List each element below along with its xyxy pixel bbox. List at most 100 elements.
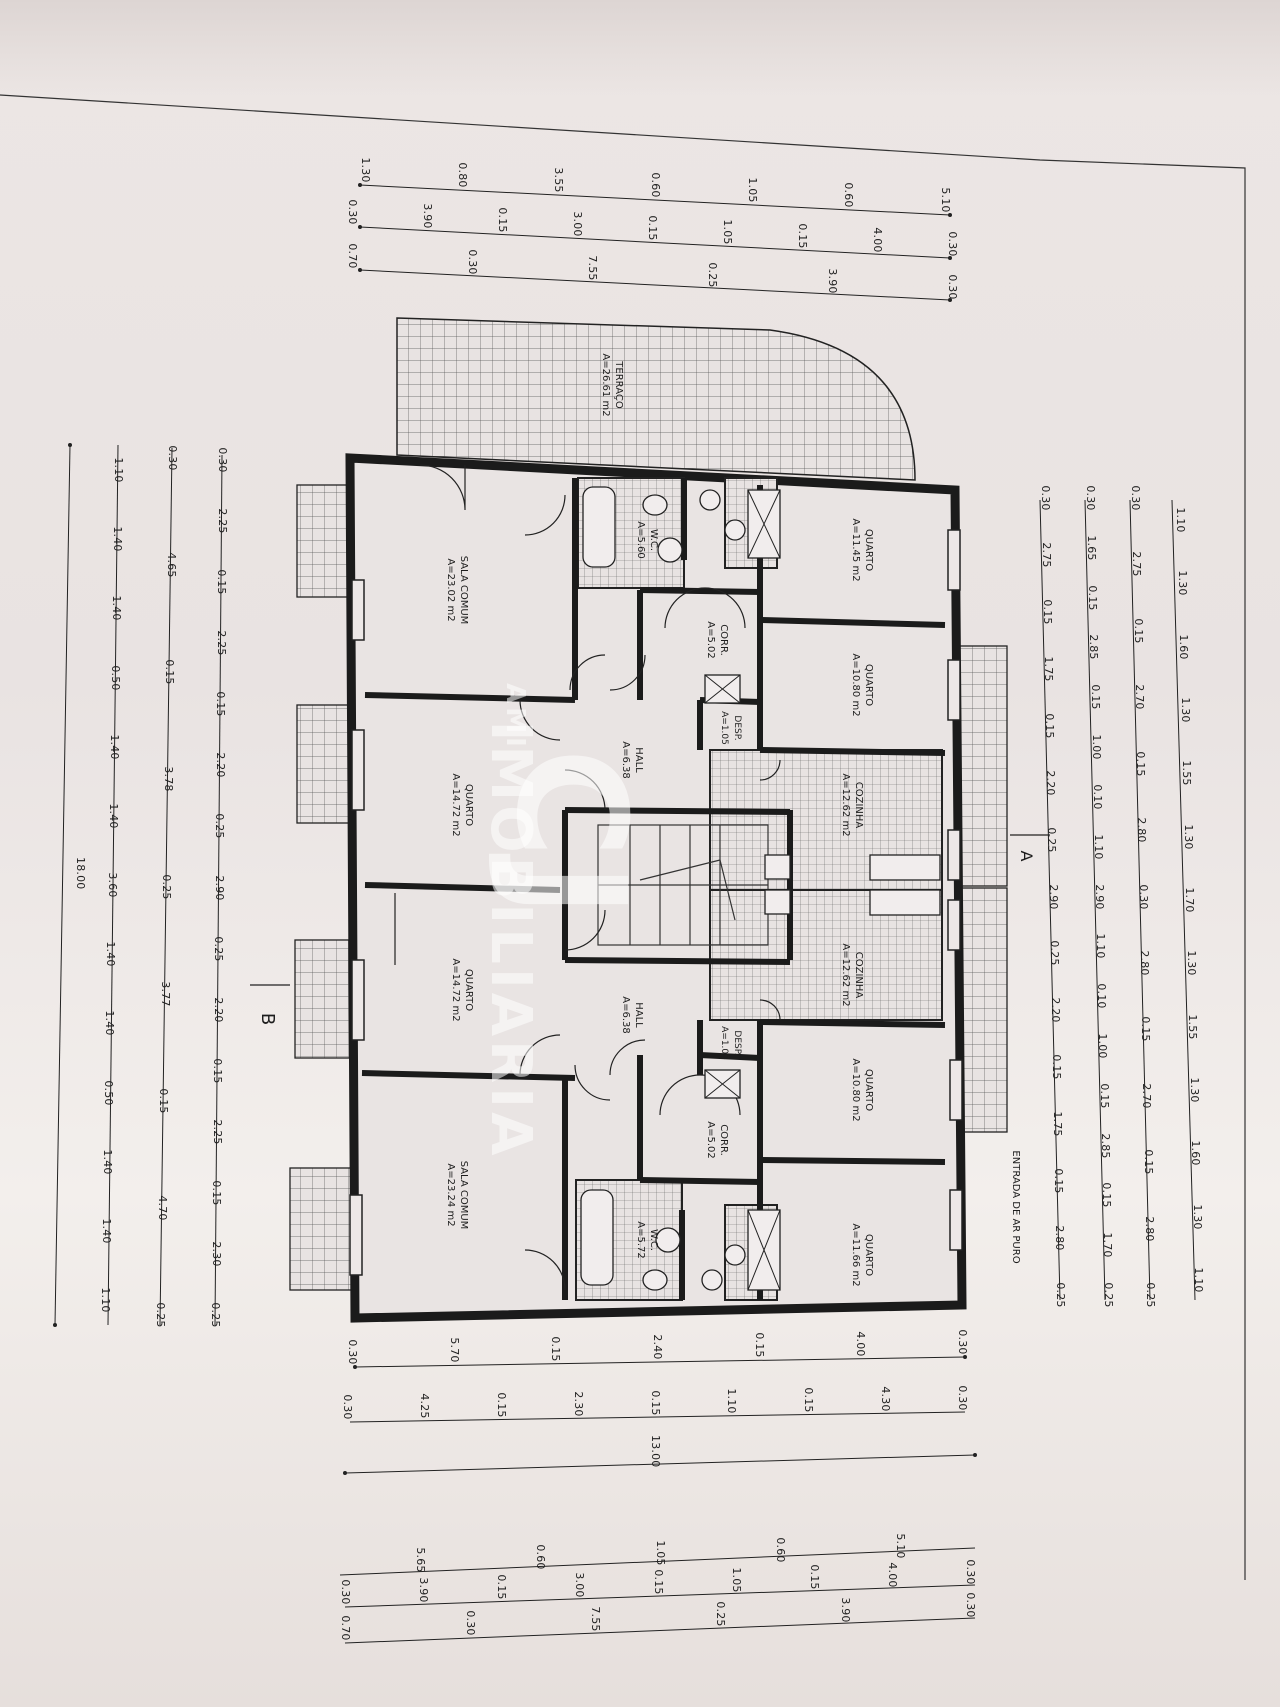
dimension-label: 0.10 xyxy=(1090,784,1104,810)
dimension-label: 1.40 xyxy=(100,1218,114,1244)
dimension-label: 2.30 xyxy=(209,1241,223,1267)
room-name: W.C. xyxy=(648,1228,659,1252)
room-name: CORR. xyxy=(718,624,729,656)
dimension-label: 2.85 xyxy=(1098,1132,1112,1159)
dimension-label: 0.15 xyxy=(1041,599,1055,625)
room-quarto-1: QUARTO A=11.45 m2 xyxy=(845,505,875,595)
terrace-area xyxy=(396,317,916,481)
dimension-label: 4.30 xyxy=(879,1386,893,1412)
dimension-label: 0.15 xyxy=(651,1569,665,1595)
dimension-label: 1.40 xyxy=(104,941,118,967)
room-terraco: TERRAÇO A=26.61 m2 xyxy=(595,330,625,440)
dimension-label: 2.80 xyxy=(1137,950,1151,976)
dimension-label: 1.05 xyxy=(745,177,759,203)
dim-bottom-total: 13.00 xyxy=(649,1435,662,1468)
dimension-label: 7.55 xyxy=(589,1606,602,1632)
dimension-label: 2.75 xyxy=(1130,551,1144,578)
room-name: COZINHA xyxy=(853,951,864,999)
dimension-label: 1.75 xyxy=(1042,656,1056,682)
dimension-label: 0.15 xyxy=(648,1389,662,1416)
dimension-label: 1.40 xyxy=(107,734,121,760)
room-quarto-2: QUARTO A=10.80 m2 xyxy=(845,640,875,730)
room-name: W.C. xyxy=(648,528,659,552)
room-name: QUARTO xyxy=(863,528,874,572)
dimension-label: 2.90 xyxy=(1093,883,1106,910)
dimension-label: 0.15 xyxy=(163,659,176,685)
dimension-label: 2.25 xyxy=(214,630,228,656)
dimension-label: 0.25 xyxy=(1047,940,1061,967)
room-name: SALA COMUM xyxy=(458,555,469,625)
dimension-label: 1.30 xyxy=(1181,824,1195,850)
dimension-label: 0.25 xyxy=(706,261,719,288)
room-area: A=6.38 xyxy=(620,741,631,779)
room-name: CORR. xyxy=(718,1124,729,1156)
dimension-label: 1.40 xyxy=(103,1010,117,1036)
dimension-label: 1.30 xyxy=(359,157,372,183)
dimension-label: 0.15 xyxy=(1134,751,1147,777)
dimension-label: 0.30 xyxy=(964,1559,977,1585)
dimension-label: 0.60 xyxy=(842,182,856,208)
room-name: DESP. xyxy=(732,715,742,741)
dimension-label: 0.30 xyxy=(1129,485,1142,511)
dimension-label: 1.30 xyxy=(1184,950,1198,976)
sanitary-fixtures xyxy=(580,486,941,1291)
dimension-label: 0.25 xyxy=(1102,1282,1115,1308)
dimension-label: 0.60 xyxy=(649,172,662,198)
dimension-label: 0.15 xyxy=(1088,684,1102,710)
dimension-label: 1.10 xyxy=(725,1388,739,1415)
room-name: HALL xyxy=(633,1002,644,1028)
dimension-label: 2.80 xyxy=(1135,817,1149,843)
dimension-label: 1.60 xyxy=(1189,1140,1202,1166)
room-area: A=5.60 xyxy=(635,521,646,559)
dimension-label: 0.15 xyxy=(1141,1149,1155,1175)
dimension-label: 2.90 xyxy=(212,874,226,901)
room-area: A=11.45 m2 xyxy=(850,518,861,582)
dimension-label: 0.15 xyxy=(214,691,227,717)
dimension-label: 0.30 xyxy=(956,1385,969,1411)
room-area: A=26.61 m2 xyxy=(600,353,611,417)
dimension-label: 0.30 xyxy=(166,445,179,471)
room-area: A=10.80 m2 xyxy=(850,1058,861,1122)
dimension-label: 3.78 xyxy=(161,766,175,793)
dimension-label: 2.20 xyxy=(211,996,225,1023)
dimension-label: 2.80 xyxy=(1142,1215,1156,1242)
dimension-lines xyxy=(54,184,1196,1644)
entrada-label: ENTRADA DE AR PURO xyxy=(1010,1150,1021,1264)
dimension-label: 0.15 xyxy=(211,1058,224,1084)
dimension-label: 0.15 xyxy=(210,1180,223,1206)
dimension-label: 2.40 xyxy=(651,1334,664,1360)
dimension-label: 3.55 xyxy=(552,167,566,193)
dimension-label: 0.25 xyxy=(714,1601,727,1627)
room-name: QUARTO xyxy=(463,783,474,827)
dimension-label: 0.30 xyxy=(946,231,959,257)
dimension-label: 0.15 xyxy=(1139,1016,1152,1042)
balcony-3 xyxy=(294,939,356,1059)
room-sala-comum-1: SALA COMUM A=23.02 m2 xyxy=(440,535,470,645)
dimension-label: 2.90 xyxy=(1046,883,1060,910)
room-name: HALL xyxy=(633,747,644,773)
room-corr-2: CORR. A=5.02 xyxy=(700,1110,730,1170)
dimension-label: 1.30 xyxy=(1175,570,1189,596)
dimension-label: 0.60 xyxy=(534,1543,547,1570)
dimension-label: 0.30 xyxy=(964,1592,977,1618)
room-area: A=23.02 m2 xyxy=(445,558,456,622)
dimension-label: 3.90 xyxy=(826,268,839,294)
dimension-label: 2.30 xyxy=(571,1390,585,1417)
dimension-label: 3.77 xyxy=(158,980,172,1007)
room-area: A=12.62 m2 xyxy=(840,773,851,837)
room-area: A=5.72 xyxy=(635,1221,646,1259)
dimension-label: 2.70 xyxy=(1140,1083,1154,1109)
dimension-label: 0.15 xyxy=(1051,1168,1065,1194)
room-area: A=5.02 xyxy=(705,1121,716,1159)
dimension-ticks xyxy=(53,183,977,1475)
dimension-label: 3.60 xyxy=(105,872,119,898)
dimension-label: 4.00 xyxy=(871,227,884,253)
dimension-label: 1.40 xyxy=(106,803,120,829)
dimension-label: 2.20 xyxy=(213,752,227,778)
dimension-label: 0.25 xyxy=(213,813,226,840)
dimension-label: 0.30 xyxy=(346,1339,359,1365)
dim-left-total: 18.00 xyxy=(74,857,87,890)
dimension-label: 7.55 xyxy=(586,255,599,282)
dimension-label: 1.10 xyxy=(1174,507,1187,533)
dimension-label: 0.30 xyxy=(346,199,359,225)
